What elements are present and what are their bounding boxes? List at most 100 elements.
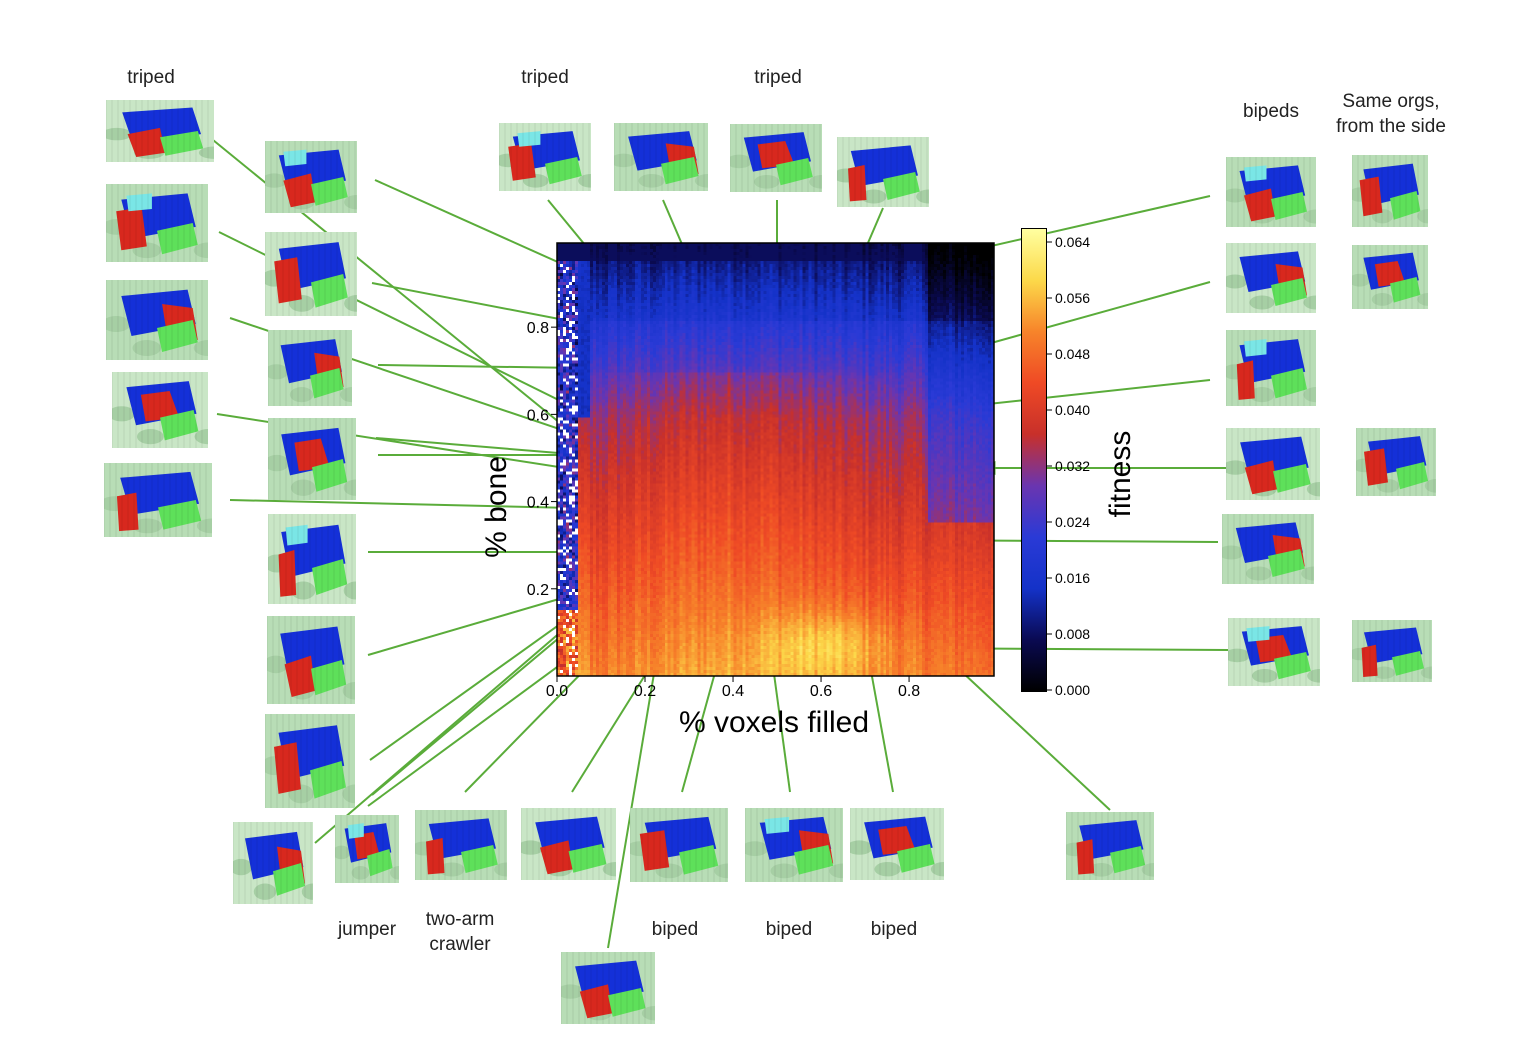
robot-image xyxy=(1222,514,1314,584)
colorbar-tick-label: 0.016 xyxy=(1055,570,1090,586)
robot-image xyxy=(1356,428,1436,496)
label-biped-2: biped xyxy=(765,919,813,940)
colorbar-tick-label: 0.000 xyxy=(1055,682,1090,698)
colorbar-tick-label: 0.064 xyxy=(1055,234,1090,250)
colorbar-tick-label: 0.040 xyxy=(1055,402,1090,418)
robot-thumbnail xyxy=(268,418,356,500)
robot-thumbnail xyxy=(850,808,944,880)
robot-image xyxy=(415,810,507,880)
x-axis-label: % voxels filled xyxy=(679,706,869,739)
label-two-arm-line1: two-arm xyxy=(425,909,495,930)
label-two-arm-line2: crawler xyxy=(429,934,491,955)
robot-image xyxy=(233,822,313,904)
label-jumper: jumper xyxy=(337,919,397,940)
robot-thumbnail xyxy=(561,952,655,1024)
robot-image xyxy=(1352,620,1432,682)
x-tick-label: 0.4 xyxy=(722,683,744,700)
robot-thumbnail xyxy=(630,808,728,882)
label-bipeds: bipeds xyxy=(1243,101,1299,122)
y-tick-label: 0.2 xyxy=(527,582,549,599)
robot-thumbnail xyxy=(112,372,208,448)
robot-image xyxy=(104,463,212,537)
robot-thumbnail xyxy=(267,616,355,704)
heatmap-plot-area xyxy=(557,243,994,676)
robot-image xyxy=(745,808,843,882)
robot-image xyxy=(265,141,357,213)
annotation-arrow xyxy=(944,656,1111,811)
robot-thumbnail xyxy=(268,330,352,406)
robot-thumbnail xyxy=(730,124,822,192)
heatmap-cells xyxy=(557,243,994,676)
colorbar-ticks: 0.0640.0560.0480.0400.0320.0240.0160.008… xyxy=(1047,234,1090,698)
robot-thumbnail xyxy=(268,514,356,604)
robot-image xyxy=(106,100,214,162)
robot-thumbnail xyxy=(233,822,313,904)
robot-image xyxy=(1226,330,1316,406)
robot-image xyxy=(837,137,929,207)
robot-image xyxy=(265,232,357,316)
x-tick-label: 0.8 xyxy=(898,683,920,700)
robot-thumbnail xyxy=(106,100,214,162)
label-same-orgs: Same orgs, from the side xyxy=(1320,89,1462,139)
robot-thumbnail xyxy=(1352,155,1428,227)
robot-image xyxy=(268,514,356,604)
y-tick-label: 0.6 xyxy=(527,407,549,424)
robot-image xyxy=(112,372,208,448)
robot-thumbnail xyxy=(1352,620,1432,682)
robot-image xyxy=(268,418,356,500)
robot-thumbnail xyxy=(106,280,208,360)
annotation-arrow xyxy=(766,657,791,793)
label-two-arm-crawler: two-arm crawler xyxy=(410,907,510,957)
robot-thumbnail xyxy=(1228,618,1320,686)
robot-thumbnail xyxy=(265,714,355,808)
robot-thumbnail xyxy=(1226,330,1316,406)
robot-thumbnail xyxy=(499,123,591,191)
robot-thumbnail xyxy=(1356,428,1436,496)
label-biped-1: biped xyxy=(651,919,699,940)
label-same-orgs-line2: from the side xyxy=(1336,116,1446,137)
colorbar-tick-label: 0.024 xyxy=(1055,514,1090,530)
annotation-arrow xyxy=(374,179,582,274)
robot-image xyxy=(267,616,355,704)
label-triped-top-2: triped xyxy=(754,67,802,88)
robot-image xyxy=(630,808,728,882)
label-same-orgs-line1: Same orgs, xyxy=(1342,91,1440,112)
robot-image xyxy=(1226,428,1320,500)
robot-thumbnail xyxy=(265,232,357,316)
robot-thumbnail xyxy=(265,141,357,213)
robot-image xyxy=(106,280,208,360)
robot-image xyxy=(106,184,208,262)
colorbar-tick-label: 0.008 xyxy=(1055,626,1090,642)
plot-frame xyxy=(556,242,995,677)
colorbar-tick-label: 0.056 xyxy=(1055,290,1090,306)
robot-thumbnail xyxy=(1226,428,1320,500)
x-tick-label: 0.0 xyxy=(546,683,568,700)
robot-thumbnail xyxy=(614,123,708,191)
robot-thumbnail xyxy=(104,463,212,537)
robot-thumbnail xyxy=(1226,243,1316,313)
robot-image xyxy=(521,808,616,880)
annotation-arrow xyxy=(864,658,894,793)
robot-thumbnail xyxy=(1066,812,1154,880)
robot-image xyxy=(499,123,591,191)
robot-thumbnail xyxy=(1226,157,1316,227)
robot-thumbnail xyxy=(1222,514,1314,584)
annotation-arrow xyxy=(371,282,582,328)
annotation-arrow xyxy=(375,437,585,461)
y-tick-label: 0.8 xyxy=(527,320,549,337)
robot-thumbnail xyxy=(335,815,399,883)
y-tick-label: 0.4 xyxy=(527,495,549,512)
annotation-arrow xyxy=(314,599,600,844)
robot-image xyxy=(268,330,352,406)
robot-image xyxy=(265,714,355,808)
label-triped-top-1: triped xyxy=(521,67,569,88)
robot-image xyxy=(1352,155,1428,227)
robot-image xyxy=(1226,243,1316,313)
robot-image xyxy=(335,815,399,883)
colorbar xyxy=(1021,228,1047,692)
robot-image xyxy=(1226,157,1316,227)
x-tick-label: 0.2 xyxy=(634,683,656,700)
